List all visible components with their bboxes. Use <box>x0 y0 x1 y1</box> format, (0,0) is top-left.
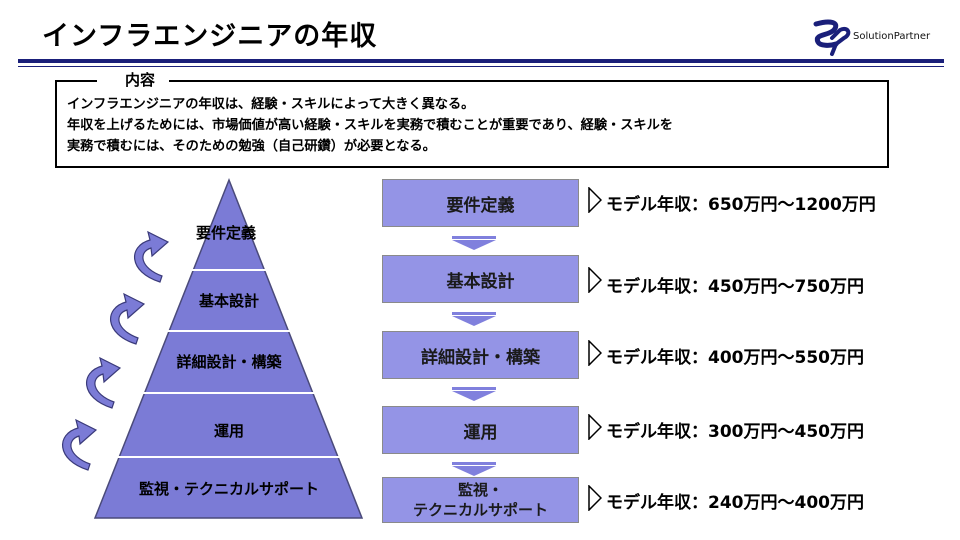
stage-label: 詳細設計・構築 <box>421 347 540 368</box>
pyramid-shape <box>93 177 364 519</box>
down-arrow-icon <box>452 312 496 326</box>
stage-label-line2: テクニカルサポート <box>412 501 548 519</box>
content-line: 実務で積むには、そのための勉強（自己研鑽）が必要となる。 <box>67 139 436 154</box>
curved-up-arrow-icon <box>134 230 170 283</box>
stage-box-monitoring: 監視・ テクニカルサポート <box>382 477 579 523</box>
content-box-heading: 内容 <box>97 69 170 90</box>
logo-mark-icon <box>813 19 851 56</box>
title-rule-thin <box>18 66 944 67</box>
chevron-right-icon <box>588 267 602 293</box>
stage-label: 要件定義 <box>446 195 515 216</box>
content-box: 内容 インフラエンジニアの年収は、経験・スキルによって大きく異なる。 年収を上げ… <box>55 69 889 168</box>
chevron-right-icon <box>588 187 602 213</box>
down-arrow-icon <box>452 462 496 476</box>
stage-box-basic-design: 基本設計 <box>382 255 579 303</box>
pyramid-label-monitoring: 監視・テクニカルサポート <box>138 480 320 498</box>
pyramid-label-detail-design: 詳細設計・構築 <box>176 353 282 371</box>
salary-basic-design: モデル年収：450万円～750万円 <box>606 277 864 297</box>
stage-box-operation: 運用 <box>382 406 579 454</box>
stage-label-line1: 監視・ <box>457 481 503 499</box>
salary-operation: モデル年収：300万円～450万円 <box>606 422 864 442</box>
content-line: 年収を上げるためには、市場価値が高い経験・スキルを実務で積むことが重要であり、経… <box>67 118 673 133</box>
chevron-right-icon <box>588 414 602 440</box>
pyramid-label-operation: 運用 <box>213 422 245 440</box>
chevron-right-icon <box>588 485 602 511</box>
salary-requirements: モデル年収：650万円～1200万円 <box>606 195 876 215</box>
stage-label: 運用 <box>463 422 498 443</box>
logo-text: SolutionPartner <box>853 31 931 42</box>
content-line: インフラエンジニアの年収は、経験・スキルによって大きく異なる。 <box>67 97 475 112</box>
content-box-body: インフラエンジニアの年収は、経験・スキルによって大きく異なる。 年収を上げるため… <box>67 94 673 157</box>
down-arrow-icon <box>452 236 496 250</box>
pyramid-label-requirements: 要件定義 <box>195 224 257 242</box>
stage-box-detail-design: 詳細設計・構築 <box>382 331 579 379</box>
curved-up-arrow-icon <box>62 418 98 471</box>
down-arrow-icon <box>452 387 496 401</box>
salary-detail-design: モデル年収：400万円～550万円 <box>606 348 864 368</box>
curved-up-arrow-icon <box>110 292 146 345</box>
stage-label: 基本設計 <box>446 271 515 292</box>
stage-box-requirements: 要件定義 <box>382 179 579 227</box>
title-rule-thick <box>18 59 944 63</box>
page-title: インフラエンジニアの年収 <box>42 21 378 52</box>
curved-up-arrow-icon <box>86 356 122 409</box>
solution-partner-logo: SolutionPartner <box>810 18 950 58</box>
salary-monitoring: モデル年収：240万円～400万円 <box>606 493 864 513</box>
pyramid-label-basic-design: 基本設計 <box>198 292 260 310</box>
chevron-right-icon <box>588 340 602 366</box>
